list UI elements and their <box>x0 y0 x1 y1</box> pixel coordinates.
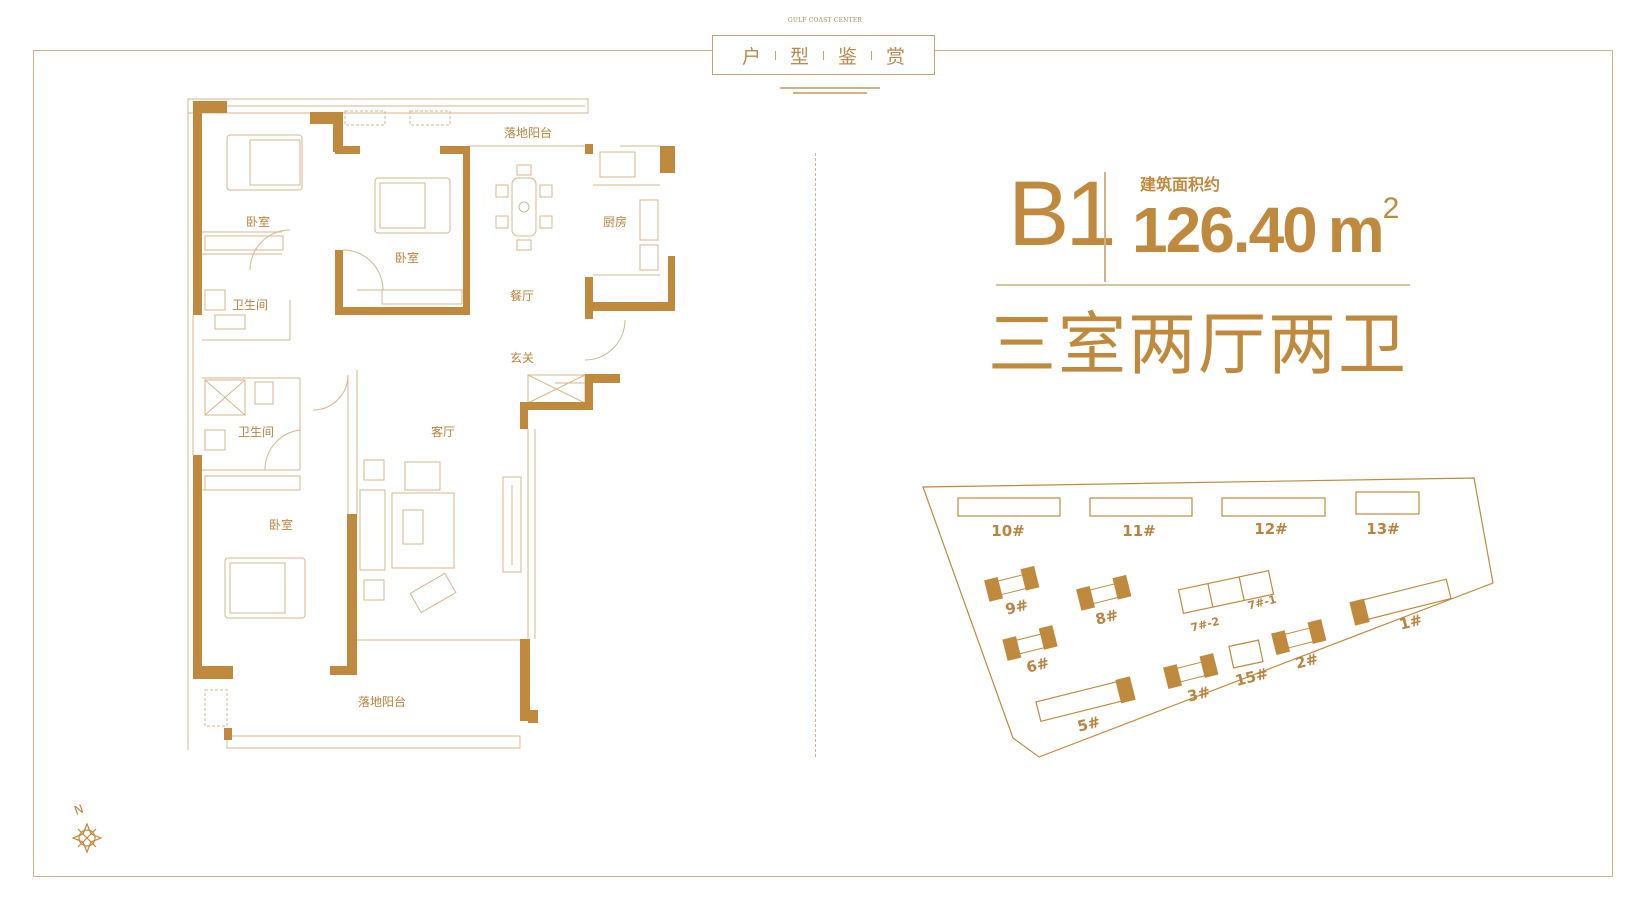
area-unit-sup: 2 <box>1382 192 1400 225</box>
title-underline <box>780 87 880 89</box>
room-label-living: 客厅 <box>431 424 455 439</box>
area-value: 126.40 <box>1132 194 1318 266</box>
building-label: 7#-1 <box>1246 593 1277 613</box>
building-label: 5# <box>1075 713 1102 736</box>
divider <box>996 284 1410 286</box>
building-label: 2# <box>1293 650 1320 673</box>
building-label: 12# <box>1254 520 1287 538</box>
room-label-foyer: 玄关 <box>510 350 534 365</box>
building-label: 8# <box>1093 606 1120 629</box>
compass-label: N <box>72 802 85 818</box>
room-label-dining: 餐厅 <box>510 288 534 303</box>
title-char: 型 <box>789 45 809 68</box>
divider <box>1104 172 1106 282</box>
building-label: 13# <box>1366 520 1399 538</box>
divider <box>815 153 816 757</box>
title-separator <box>774 50 776 60</box>
room-label-bathroom: 卫生间 <box>238 425 274 439</box>
brand-text: GULF COAST CENTER <box>787 17 863 24</box>
title-char: 赏 <box>886 45 906 68</box>
room-label-balcony: 落地阳台 <box>358 694 406 709</box>
title-separator <box>823 50 824 60</box>
room-label-bedroom: 卧室 <box>246 214 270 229</box>
title-separator <box>871 50 873 60</box>
building-label: 6# <box>1024 654 1051 677</box>
building-label: 7#-2 <box>1189 615 1220 635</box>
room-label-bedroom: 卧室 <box>269 517 293 532</box>
building-label: 9# <box>1003 596 1030 619</box>
area-label: 建筑面积约 <box>1140 175 1221 194</box>
room-label-kitchen: 厨房 <box>603 214 627 229</box>
room-label-bathroom: 卫生间 <box>232 298 268 312</box>
building-label: 1# <box>1397 611 1424 634</box>
page-title: 户 型 鉴 赏 <box>712 35 935 75</box>
building-label: 3# <box>1185 683 1212 706</box>
site-plan: 10# 11# 12# 13# 9# 8# 7#-2 7#-1 6# 1# 2#… <box>922 477 1494 758</box>
building-label: 10# <box>991 522 1024 540</box>
walls <box>193 101 675 740</box>
title-char: 鉴 <box>838 45 858 68</box>
area-unit: m <box>1327 194 1385 266</box>
title-char: 户 <box>741 45 761 68</box>
layout-description: 三室两厅两卫 <box>988 306 1409 385</box>
compass-icon: N <box>71 802 103 854</box>
unit-code: B1 <box>1008 163 1117 265</box>
building-label: 15# <box>1233 664 1270 690</box>
building-label: 11# <box>1122 522 1155 540</box>
room-label-bedroom: 卧室 <box>395 250 419 265</box>
title-underline <box>793 92 867 94</box>
room-label-balcony: 落地阳台 <box>504 125 552 140</box>
